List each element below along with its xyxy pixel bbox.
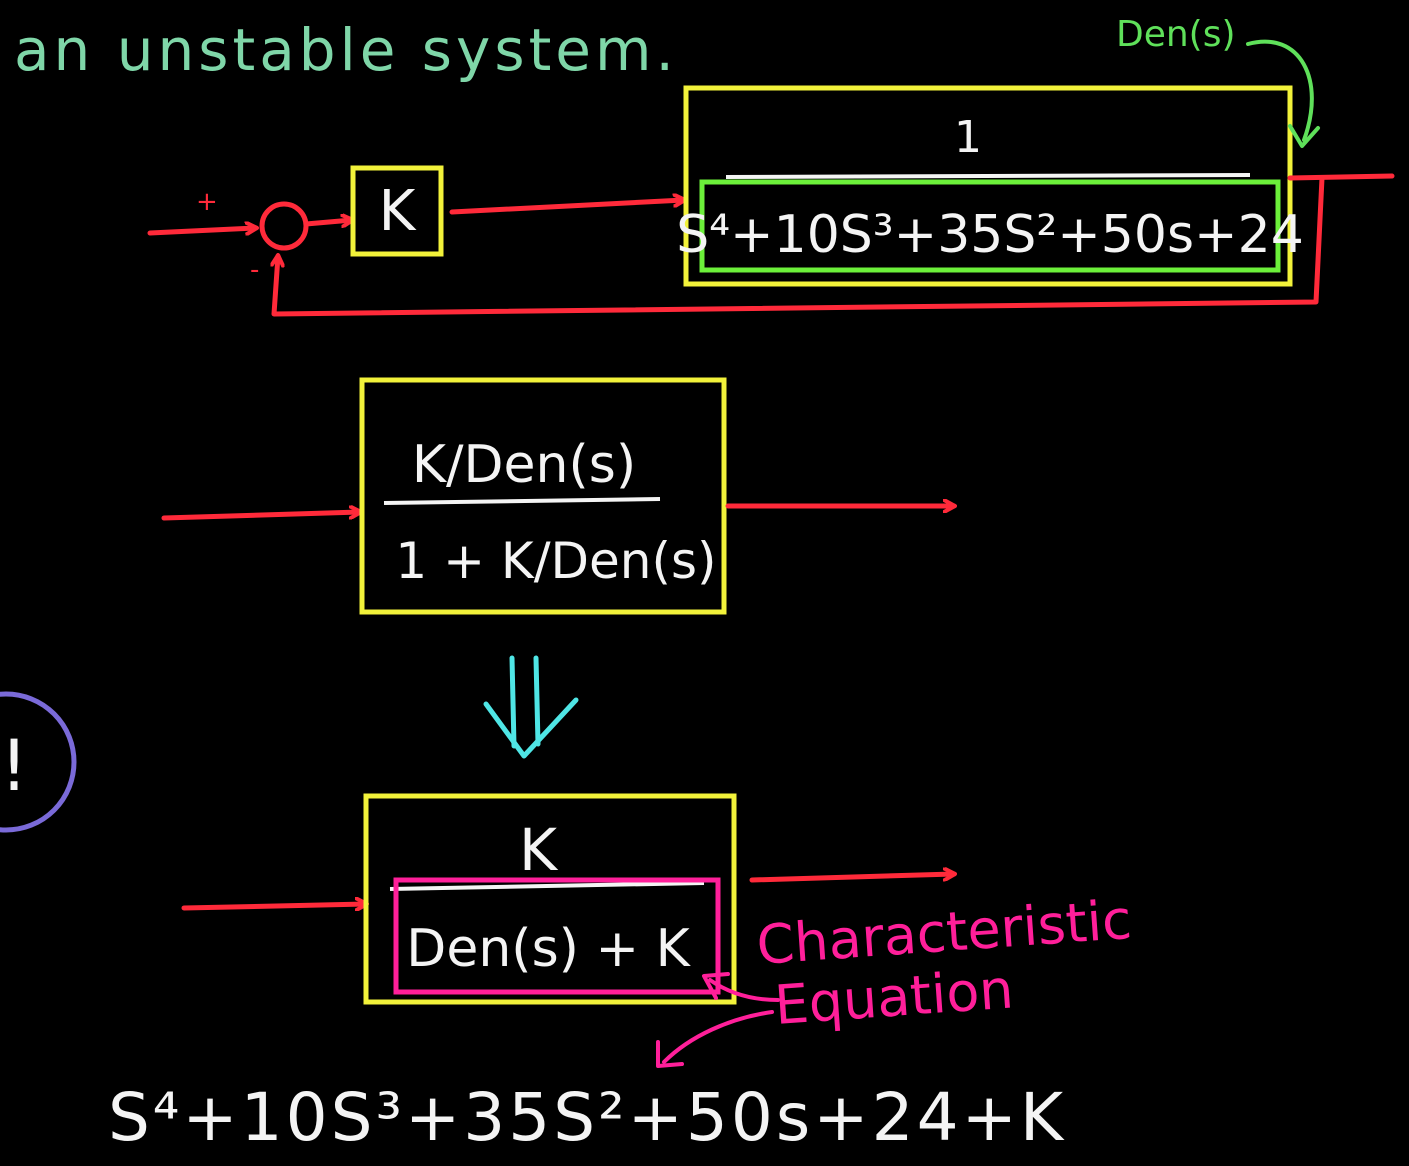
characteristic-arrowhead-equation (656, 1040, 684, 1068)
characteristic-arrowhead-box (702, 972, 730, 1000)
reduced-block (359, 377, 727, 615)
reduced-numerator: K/Den(s) (412, 435, 636, 495)
reduced-denominator: 1 + K/Den(s) (395, 532, 716, 590)
reduced-input-line (161, 512, 360, 521)
gain-label: K (379, 179, 417, 244)
input-signal-line (147, 228, 256, 233)
junction-to-gain-line (303, 220, 352, 224)
gain-block (350, 165, 444, 257)
reduced-diagram: K/Den(s) 1 + K/Den(s) (161, 377, 954, 615)
plus-sign: + (196, 187, 218, 217)
simplified-numerator: K (519, 816, 559, 884)
side-note-symbol: ! (0, 725, 28, 807)
gain-to-plant-line (449, 200, 684, 215)
plant-numerator: 1 (954, 112, 982, 163)
plant-fraction-bar (725, 173, 1251, 179)
minus-sign: - (250, 255, 259, 285)
side-note-circle: ! (0, 691, 77, 833)
simplified-output-line (749, 874, 954, 883)
simplified-block (363, 793, 737, 1005)
summing-junction (259, 201, 309, 251)
den-annotation-arrow (1246, 39, 1314, 142)
simplified-input-line (181, 904, 366, 908)
simplified-denominator: Den(s) + K (406, 919, 691, 979)
closed-loop-diagram: + - K 1 S⁴+10S³+35S²+50s+24 Den(s) (147, 14, 1395, 317)
den-annotation-arrowhead (1288, 124, 1320, 148)
simplified-diagram: K Den(s) + K Characteristic Equation (181, 793, 1134, 1068)
characteristic-arrow-to-box (708, 978, 780, 1002)
plant-block (683, 85, 1293, 287)
simplified-fraction-bar (389, 881, 705, 891)
den-annotation-label: Den(s) (1116, 14, 1236, 55)
intro-text: an unstable system. (14, 16, 678, 84)
reduced-fraction-bar (383, 497, 661, 505)
plant-denominator: S⁴+10S³+35S²+50s+24 (676, 205, 1304, 265)
output-signal-line (1287, 173, 1395, 181)
den-highlight-box (699, 179, 1281, 273)
characteristic-highlight-box (393, 877, 721, 995)
feedback-path (274, 175, 1325, 317)
characteristic-equation-expanded: S⁴+10S³+35S²+50s+24+K (108, 1079, 1066, 1156)
implies-double-arrow (483, 655, 579, 759)
characteristic-arrow-to-equation (662, 1010, 774, 1064)
